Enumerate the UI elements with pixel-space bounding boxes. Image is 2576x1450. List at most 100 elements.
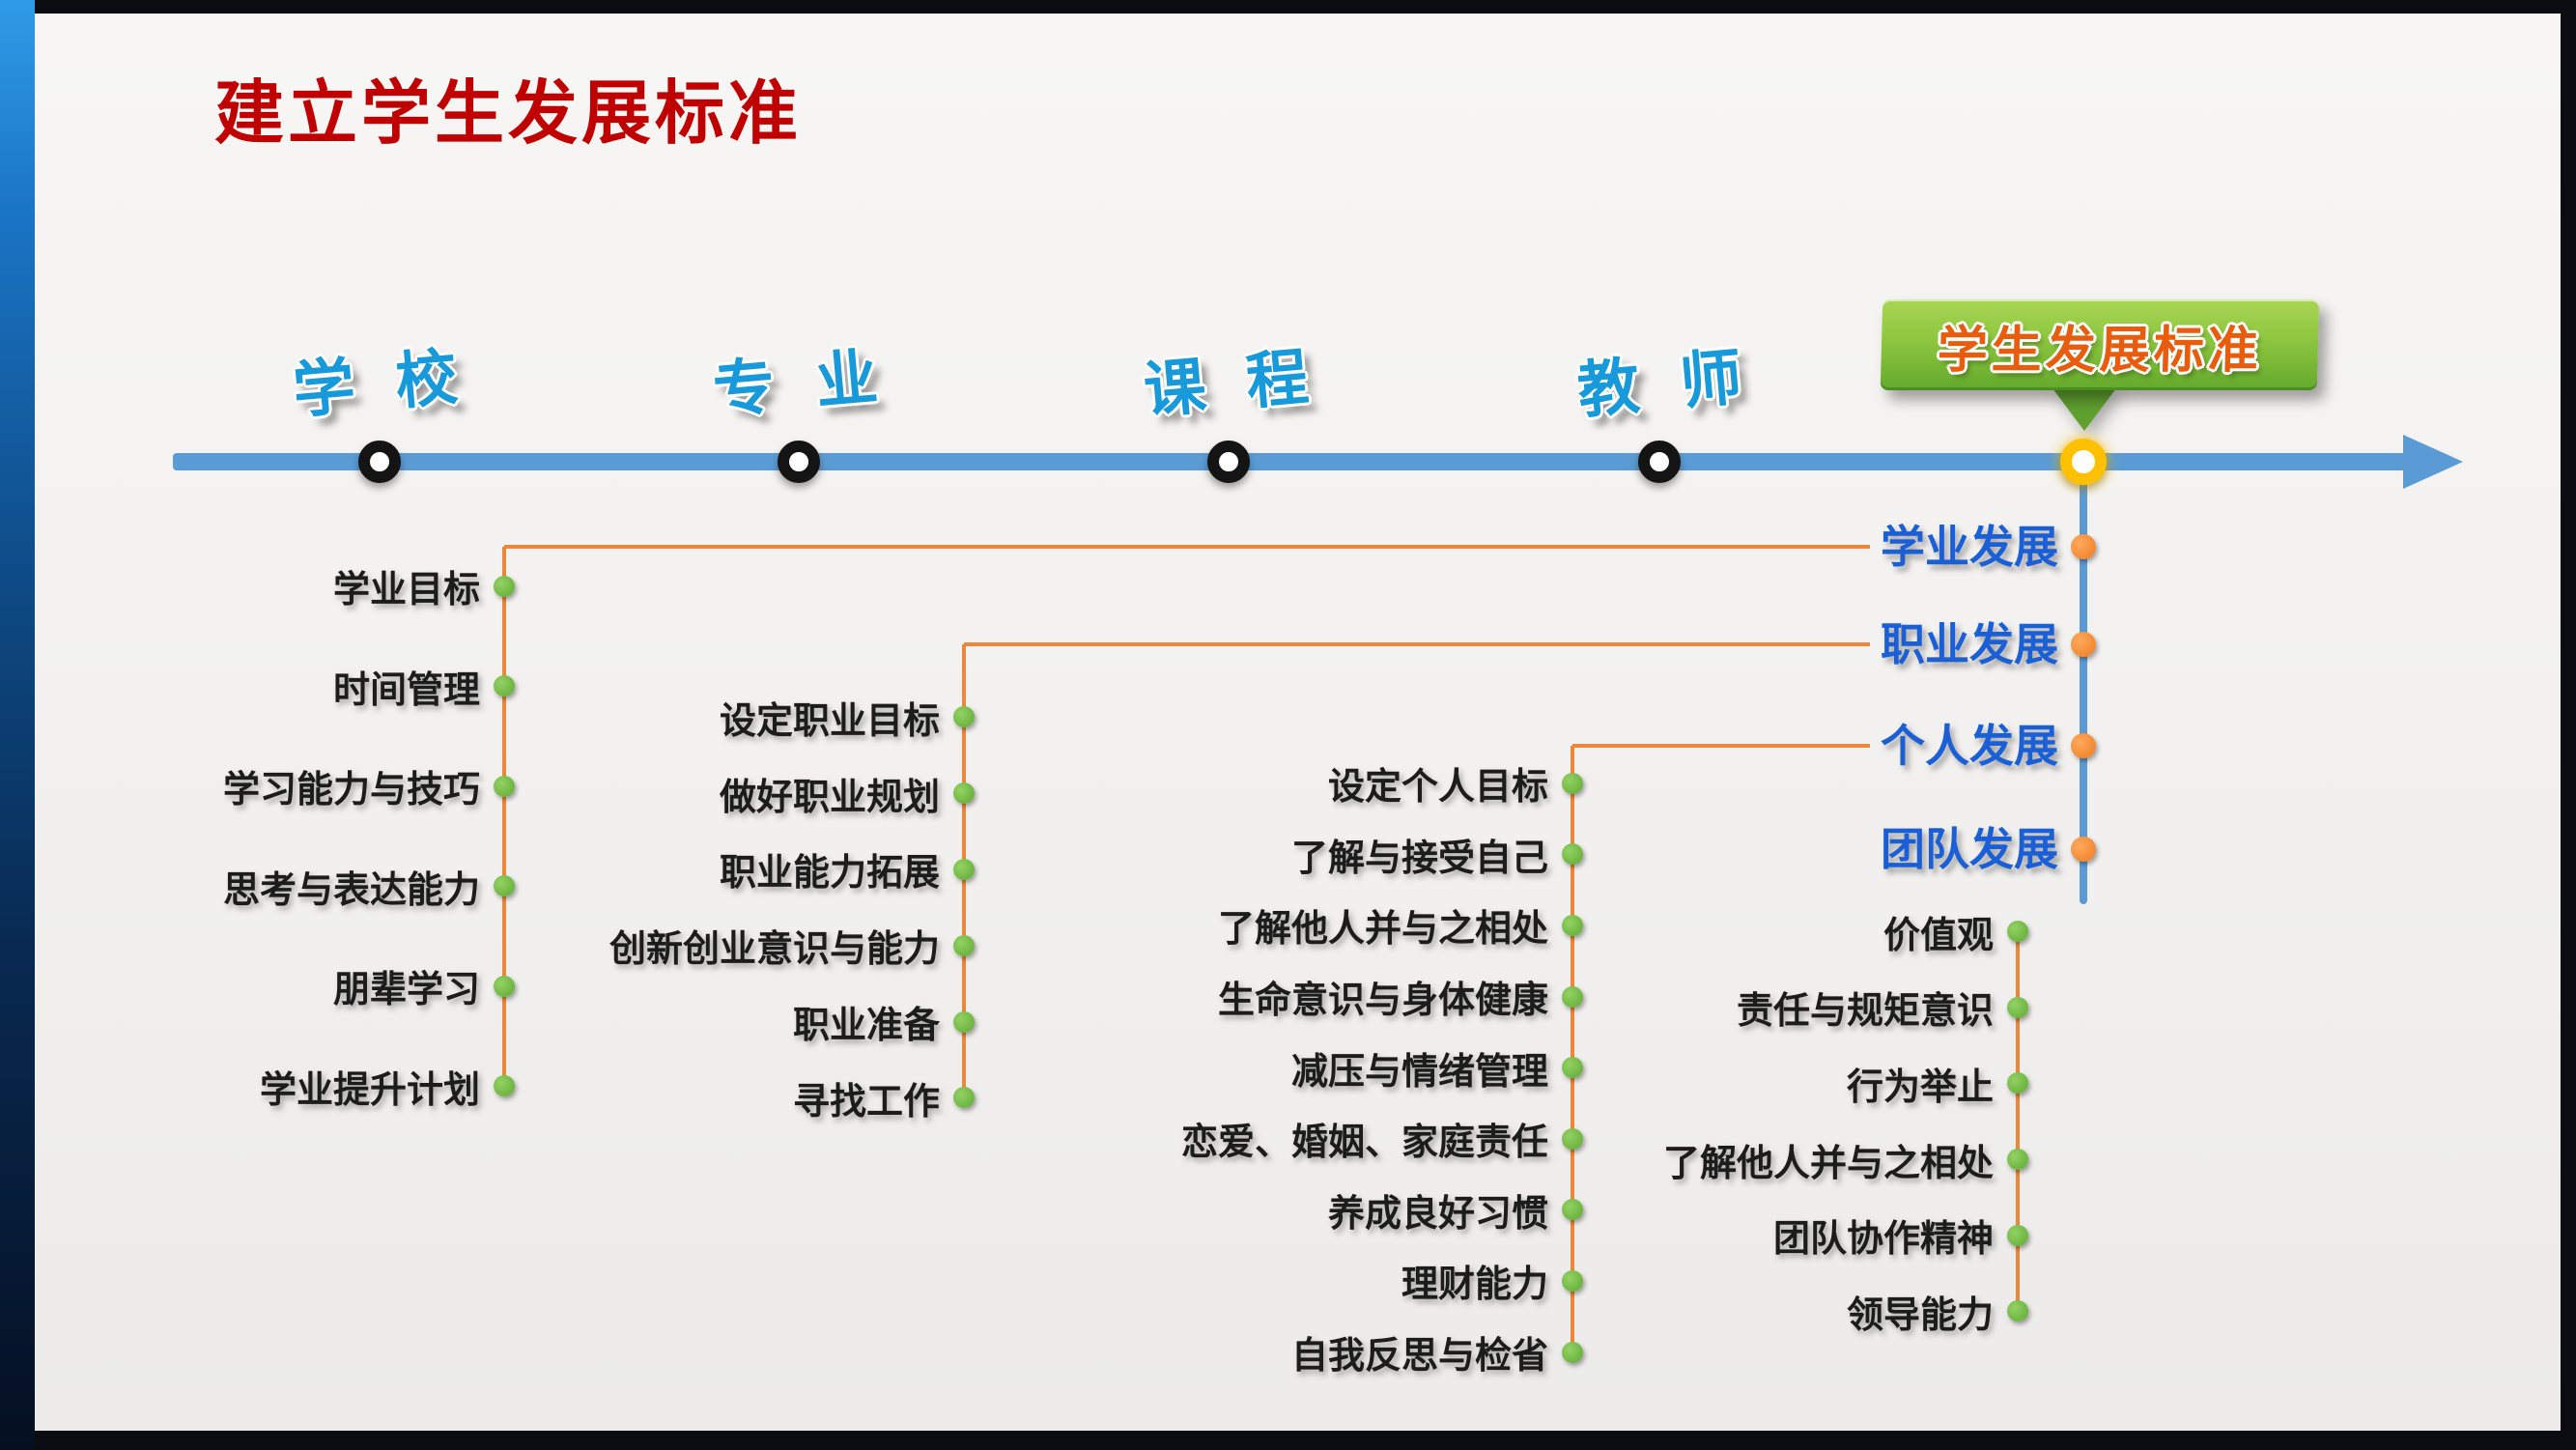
item-dot <box>2007 996 2028 1018</box>
list-item: 生命意识与身体健康 <box>1181 961 1583 1033</box>
item-dot <box>494 575 515 597</box>
list-item-label: 创新创业意识与能力 <box>609 927 940 971</box>
item-dot <box>2007 1072 2028 1095</box>
item-dot <box>1562 914 1583 936</box>
list-career: 设定职业目标 做好职业规划 职业能力拓展 创新创业意识与能力 职业准备 寻找工作 <box>609 679 975 1136</box>
connector-academic <box>504 545 1870 549</box>
item-dot <box>953 934 975 956</box>
item-dot <box>2007 1149 2028 1171</box>
item-dot <box>1562 1269 1583 1292</box>
list-item: 团队协作精神 <box>1663 1197 2028 1273</box>
category-dot-team <box>2071 837 2096 862</box>
item-dot <box>1562 1057 1583 1079</box>
list-item-label: 责任与规矩意识 <box>1736 989 1994 1033</box>
item-dot <box>953 706 975 728</box>
timeline-arrowhead-icon <box>2403 435 2463 489</box>
list-item-label: 职业能力拓展 <box>719 851 940 895</box>
list-item: 创新创业意识与能力 <box>609 907 975 983</box>
item-dot <box>494 775 515 797</box>
standard-banner: 学生发展标准 <box>1880 299 2320 390</box>
spine-academic <box>502 547 506 1086</box>
item-dot <box>494 675 515 697</box>
list-item: 了解与接受自己 <box>1181 819 1583 891</box>
category-label-team: 团队发展 <box>1881 823 2058 875</box>
list-item: 价值观 <box>1663 894 2028 970</box>
list-item: 养成良好习惯 <box>1181 1175 1583 1246</box>
list-item-label: 理财能力 <box>1401 1263 1548 1306</box>
list-item: 时间管理 <box>223 637 515 737</box>
list-item: 设定个人目标 <box>1181 748 1583 819</box>
list-item-label: 领导能力 <box>1846 1293 1994 1336</box>
list-item-label: 养成良好习惯 <box>1327 1191 1548 1235</box>
list-item-label: 设定职业目标 <box>719 698 940 742</box>
list-item: 思考与表达能力 <box>223 837 515 937</box>
category-dot-career <box>2071 632 2096 657</box>
standard-vertical-line <box>2080 462 2087 904</box>
item-dot <box>2007 921 2028 943</box>
connector-career <box>964 642 1870 646</box>
list-item: 减压与情绪管理 <box>1181 1032 1583 1103</box>
list-item: 设定职业目标 <box>609 679 975 755</box>
list-item: 责任与规矩意识 <box>1663 970 2028 1046</box>
list-item-label: 减压与情绪管理 <box>1290 1049 1548 1093</box>
list-item: 了解他人并与之相处 <box>1181 890 1583 961</box>
slide-background <box>35 14 2561 1431</box>
item-dot <box>494 875 515 897</box>
list-item-label: 价值观 <box>1882 913 1994 956</box>
list-item: 恋爱、婚姻、家庭责任 <box>1181 1103 1583 1175</box>
standard-banner-label: 学生发展标准 <box>1937 321 2263 380</box>
list-item-label: 朋辈学习 <box>332 968 480 1011</box>
list-item-label: 恋爱、婚姻、家庭责任 <box>1180 1121 1548 1164</box>
item-dot <box>2007 1224 2028 1246</box>
list-item: 学业目标 <box>223 536 515 637</box>
timeline-node-standard <box>2060 439 2107 485</box>
timeline-node-school <box>358 441 401 483</box>
timeline-node-course <box>1207 441 1250 483</box>
list-item: 行为举止 <box>1663 1045 2028 1122</box>
category-dot-personal <box>2071 733 2096 758</box>
slide-title: 建立学生发展标准 <box>214 72 803 154</box>
list-item: 做好职业规划 <box>609 755 975 832</box>
list-item: 学业提升计划 <box>223 1037 515 1137</box>
list-item-label: 寻找工作 <box>792 1079 940 1123</box>
left-edge-gradient <box>0 0 35 1450</box>
list-item-label: 学业提升计划 <box>259 1067 480 1111</box>
spine-team <box>2016 931 2020 1311</box>
list-item: 学习能力与技巧 <box>223 736 515 837</box>
item-dot <box>494 1075 515 1097</box>
list-item-label: 学习能力与技巧 <box>222 768 480 811</box>
list-academic: 学业目标 时间管理 学习能力与技巧 思考与表达能力 朋辈学习 学业提升计划 <box>223 536 515 1136</box>
item-dot <box>953 1010 975 1033</box>
item-dot <box>953 1087 975 1109</box>
list-item-label: 团队协作精神 <box>1772 1217 1994 1261</box>
item-dot <box>1562 772 1583 794</box>
list-item-label: 生命意识与身体健康 <box>1217 979 1548 1022</box>
list-item-label: 时间管理 <box>332 668 480 711</box>
connector-personal <box>1572 744 1870 748</box>
list-item-label: 自我反思与检省 <box>1290 1334 1548 1378</box>
list-item: 理财能力 <box>1181 1245 1583 1317</box>
list-item-label: 做好职业规划 <box>719 775 940 818</box>
timeline-node-major <box>778 441 820 483</box>
list-item: 朋辈学习 <box>223 936 515 1037</box>
category-label-career: 职业发展 <box>1881 618 2058 670</box>
list-item-label: 行为举止 <box>1846 1065 1994 1108</box>
item-dot <box>1562 985 1583 1008</box>
list-item: 职业能力拓展 <box>609 832 975 908</box>
item-dot <box>1562 843 1583 866</box>
list-item-label: 学业目标 <box>332 568 480 611</box>
category-label-personal: 个人发展 <box>1881 720 2058 772</box>
list-team: 价值观 责任与规矩意识 行为举止 了解他人并与之相处 团队协作精神 领导能力 <box>1663 894 2028 1350</box>
list-item-label: 思考与表达能力 <box>222 867 480 911</box>
item-dot <box>2007 1300 2028 1322</box>
category-label-academic: 学业发展 <box>1881 521 2058 573</box>
spine-personal <box>1571 746 1574 1352</box>
list-item-label: 设定个人目标 <box>1327 765 1548 809</box>
item-dot <box>494 975 515 997</box>
timeline-line <box>173 453 2409 470</box>
list-personal: 设定个人目标 了解与接受自己 了解他人并与之相处 生命意识与身体健康 减压与情绪… <box>1181 748 1583 1387</box>
item-dot <box>953 782 975 805</box>
item-dot <box>1562 1199 1583 1221</box>
list-item-label: 了解他人并与之相处 <box>1217 907 1548 951</box>
